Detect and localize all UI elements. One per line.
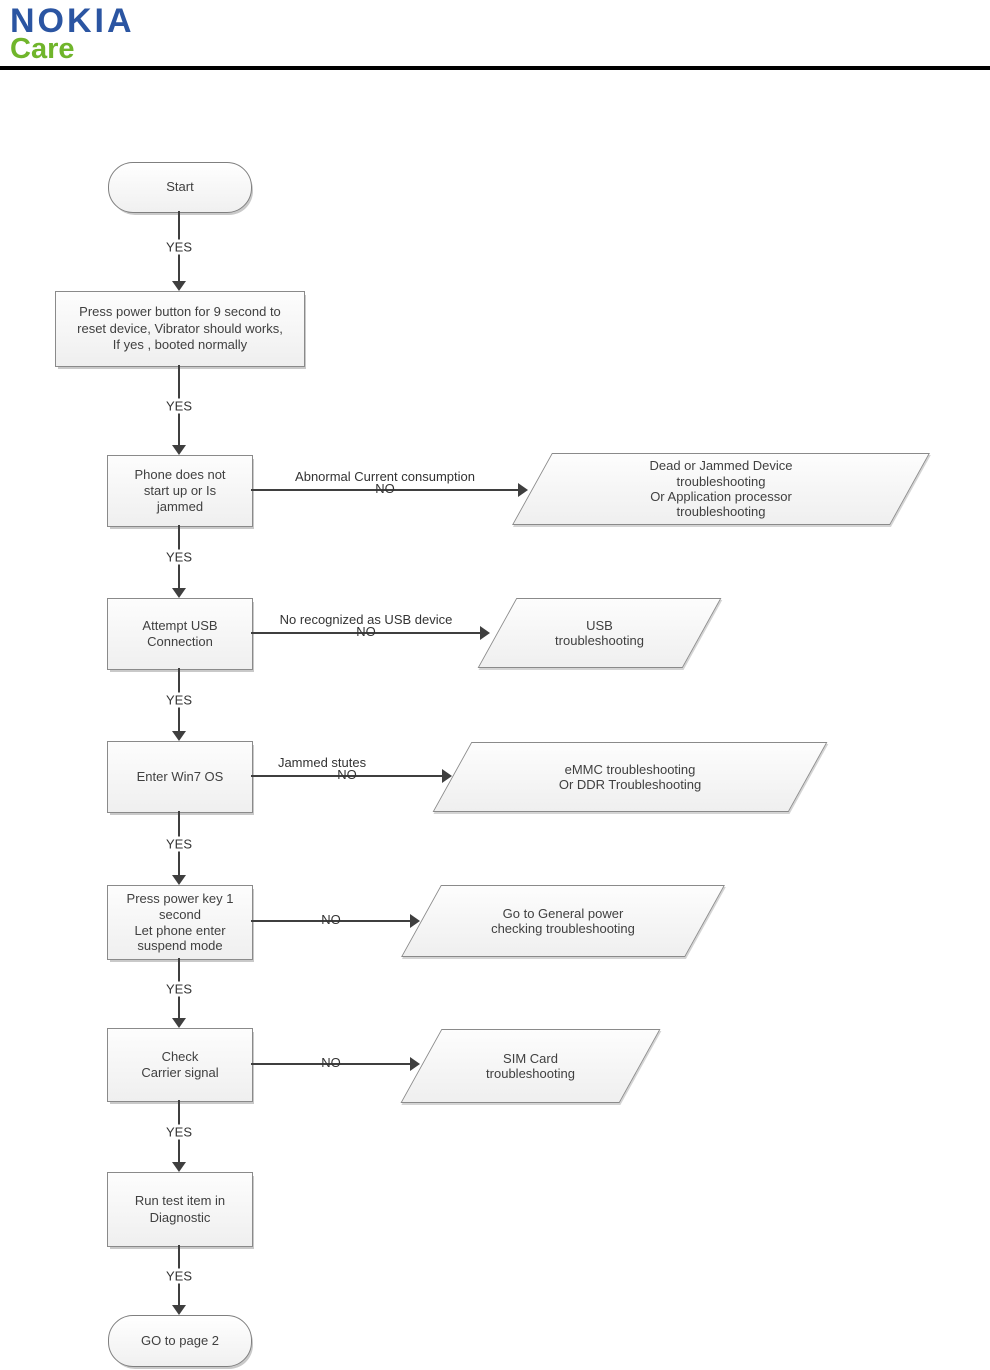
process-check-carrier-label: Check Carrier signal (141, 1048, 219, 1080)
no-label: NO (337, 767, 357, 782)
result-general-power-troubleshooting: Go to General power checking troubleshoo… (401, 885, 725, 957)
no-label: NO (321, 1055, 341, 1070)
process-press-power-key: Press power key 1 second Let phone enter… (107, 885, 253, 960)
result-sim-troubleshooting: SIM Card troubleshooting (400, 1029, 661, 1103)
terminal-start-label: Start (166, 179, 194, 195)
process-attempt-usb: Attempt USB Connection (107, 598, 253, 670)
arrow-usb-to-win7: YES (163, 668, 195, 741)
yes-label: YES (163, 1124, 195, 1139)
process-press-power-reset-label: Press power button for 9 second to reset… (77, 303, 283, 353)
arrow-start-to-reset: YES (163, 211, 195, 291)
process-run-diagnostic-label: Run test item in Diagnostic (134, 1193, 226, 1225)
process-phone-not-start-label: Phone does not start up or Is jammed (134, 466, 226, 515)
arrow-win7-to-powerkey: YES (163, 811, 195, 885)
result-dead-jammed-label: Dead or Jammed Device troubleshooting Or… (649, 458, 793, 520)
condition-usb-not-recognized: No recognized as USB device (279, 612, 453, 627)
arrow-no-abnormal-current: Abnormal Current consumption NO (251, 469, 528, 497)
yes-label: YES (163, 239, 195, 254)
condition-abnormal-current: Abnormal Current consumption (295, 469, 475, 484)
result-usb-label: USB troubleshooting (555, 617, 644, 648)
result-emmc-ddr-troubleshooting: eMMC troubleshooting Or DDR Troubleshoot… (432, 742, 828, 812)
result-sim-label: SIM Card troubleshooting (486, 1050, 575, 1081)
yes-label: YES (163, 836, 195, 851)
terminal-start: Start (108, 162, 252, 213)
header-divider (0, 66, 990, 70)
result-emmc-ddr-label: eMMC troubleshooting Or DDR Troubleshoot… (558, 761, 702, 792)
process-attempt-usb-label: Attempt USB Connection (142, 617, 218, 649)
yes-label: YES (163, 981, 195, 996)
arrow-no-usb-not-recognized: No recognized as USB device NO (251, 612, 490, 640)
yes-label: YES (163, 398, 195, 413)
arrow-diagnostic-to-end: YES (163, 1245, 195, 1315)
terminal-go-page2-label: GO to page 2 (140, 1332, 220, 1348)
process-enter-win7: Enter Win7 OS (107, 741, 253, 813)
result-general-power-label: Go to General power checking troubleshoo… (491, 905, 635, 936)
no-label: NO (375, 481, 395, 496)
arrow-reset-to-notstart: YES (163, 365, 195, 455)
arrow-carrier-to-diagnostic: YES (163, 1100, 195, 1172)
arrow-no-no-signal: NO (251, 1055, 420, 1071)
process-check-carrier: Check Carrier signal (107, 1028, 253, 1102)
nokia-care-logo: NOKIA Care (10, 4, 135, 64)
nokia-logo-text: NOKIA (10, 2, 135, 40)
care-logo-text: Care (10, 33, 75, 65)
result-usb-troubleshooting: USB troubleshooting (477, 598, 722, 668)
yes-label: YES (163, 1268, 195, 1283)
process-phone-not-start: Phone does not start up or Is jammed (107, 455, 253, 527)
yes-label: YES (163, 549, 195, 565)
no-label: NO (356, 624, 376, 639)
yes-label: YES (163, 692, 195, 708)
arrow-no-jammed-status: Jammed stutes NO (251, 755, 452, 783)
arrow-powerkey-to-carrier: YES (163, 958, 195, 1028)
result-dead-jammed-troubleshooting: Dead or Jammed Device troubleshooting Or… (512, 453, 930, 525)
process-press-power-key-label: Press power key 1 second Let phone enter… (126, 891, 234, 954)
arrow-notstart-to-usb: YES (163, 525, 195, 598)
terminal-go-page2: GO to page 2 (108, 1315, 252, 1367)
process-run-diagnostic: Run test item in Diagnostic (107, 1172, 253, 1247)
no-label: NO (321, 912, 341, 927)
arrow-no-suspend-fail: NO (251, 912, 420, 928)
condition-jammed-status: Jammed stutes (277, 755, 367, 770)
process-enter-win7-label: Enter Win7 OS (136, 768, 224, 784)
process-press-power-reset: Press power button for 9 second to reset… (55, 291, 305, 367)
